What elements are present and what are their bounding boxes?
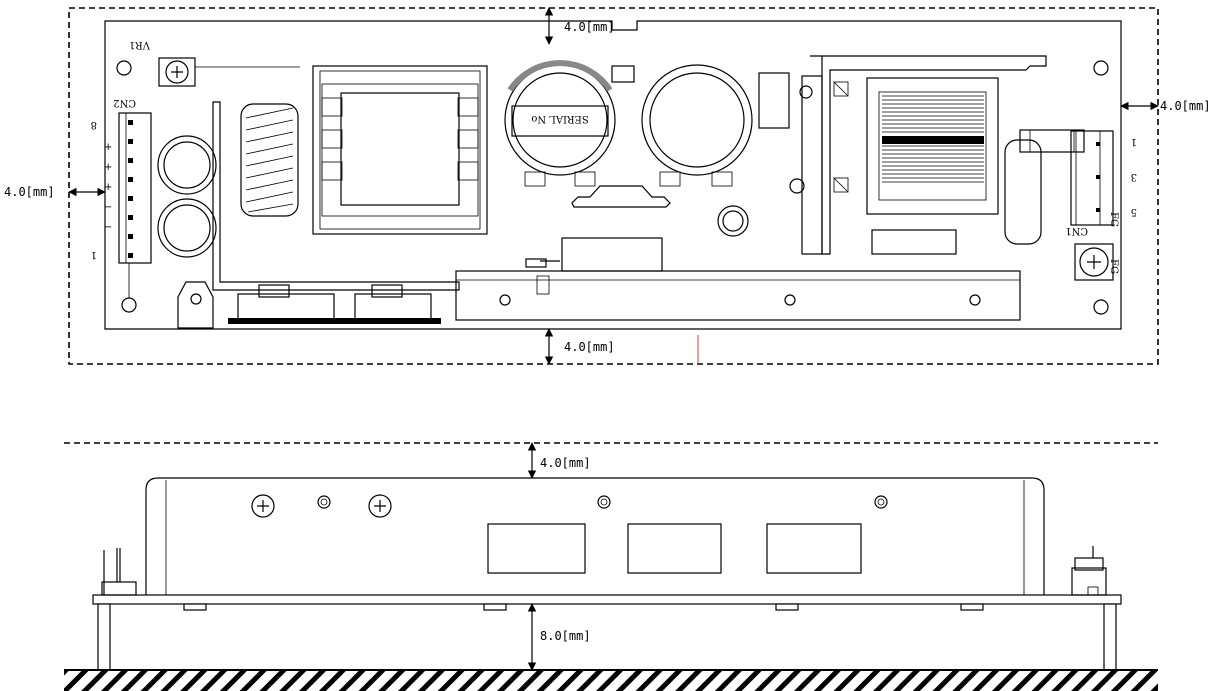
mounting-hole — [116, 60, 132, 76]
standoff — [183, 603, 207, 611]
component-block — [871, 229, 957, 255]
chassis-screw — [251, 494, 275, 518]
mounting-hole — [1093, 60, 1109, 76]
side-bottom-clearance-label: 8.0[mm] — [540, 629, 591, 643]
top-clearance-label: 4.0[mm] — [564, 20, 615, 34]
inductor — [240, 103, 299, 217]
svg-text:−: − — [104, 222, 112, 233]
transformer — [312, 65, 488, 235]
vr1-adjust-screw — [165, 60, 189, 84]
cn1-pin-3-label: 3 — [1131, 171, 1137, 182]
mounting-hole — [1093, 299, 1109, 315]
cn2-pin-8-label: 8 — [91, 119, 97, 130]
mosfet — [237, 293, 335, 321]
svg-text:+: + — [104, 162, 112, 173]
cn1-pin-5-label: 5 — [1131, 206, 1137, 217]
small-capacitor — [717, 205, 749, 237]
rectifier — [561, 237, 663, 272]
heatsink-bracket — [212, 101, 460, 291]
component-block — [758, 72, 790, 129]
fg-screw-label: FG — [1108, 259, 1119, 274]
mounting-hole — [121, 297, 137, 313]
pcb-outline — [104, 20, 1122, 330]
side-view: 4.0[mm] 8.0[mm] — [64, 442, 1158, 691]
thermistor-mount — [571, 185, 671, 208]
mount-bracket — [177, 281, 214, 329]
side-top-clearance-label: 4.0[mm] — [540, 456, 591, 470]
fg-terminal — [1074, 243, 1114, 281]
ground-surface — [64, 670, 1158, 691]
cn1-label: CN1 — [1065, 225, 1088, 236]
power-transformer — [866, 77, 999, 215]
transformer-windings — [882, 95, 984, 183]
svg-text:−: − — [104, 202, 112, 213]
standoff — [775, 603, 799, 611]
mosfet — [354, 293, 432, 321]
pcb-plate — [92, 594, 1122, 605]
cn2-label: CN2 — [113, 97, 136, 108]
fuse — [1019, 129, 1085, 153]
heatsink — [801, 75, 823, 255]
bottom-clearance-label: 4.0[mm] — [564, 340, 615, 354]
bulk-capacitor — [641, 64, 753, 176]
right-clearance-label: 4.0[mm] — [1160, 99, 1211, 113]
support-leg — [97, 603, 111, 671]
cn2-side — [101, 581, 137, 596]
serial-label-box — [511, 105, 609, 137]
cn1-side — [1071, 567, 1107, 596]
cn2-pin-1-label: 1 — [91, 249, 97, 260]
chassis-body — [145, 477, 1045, 595]
left-clearance-label: 4.0[mm] — [4, 185, 55, 199]
cn1-pin-1-label: 1 — [1131, 136, 1137, 147]
svg-text:+: + — [104, 142, 112, 153]
filter-capacitor — [1004, 139, 1042, 245]
vr1-trimmer — [158, 57, 196, 87]
top-view: VR1 CN2 8 1 + + + − − — [4, 7, 1211, 365]
standoff — [960, 603, 984, 611]
chassis-screw — [368, 494, 392, 518]
capacitor — [157, 135, 217, 195]
svg-text:+: + — [104, 182, 112, 193]
standoff — [483, 603, 507, 611]
bottom-heatsink — [455, 270, 1021, 321]
capacitor — [157, 198, 217, 258]
fg-label: FG — [1108, 212, 1119, 227]
cn1-connector — [1070, 130, 1114, 226]
cn2-pins — [128, 120, 133, 258]
vent-window — [766, 523, 862, 574]
serial-number-label: SERIAL No — [531, 113, 588, 124]
vr1-label: VR1 — [129, 39, 151, 50]
cn2-connector — [118, 112, 152, 264]
clearance-boundary-top-view — [68, 7, 1159, 365]
vent-window — [487, 523, 586, 574]
support-leg — [1103, 603, 1117, 671]
vent-window — [627, 523, 722, 574]
